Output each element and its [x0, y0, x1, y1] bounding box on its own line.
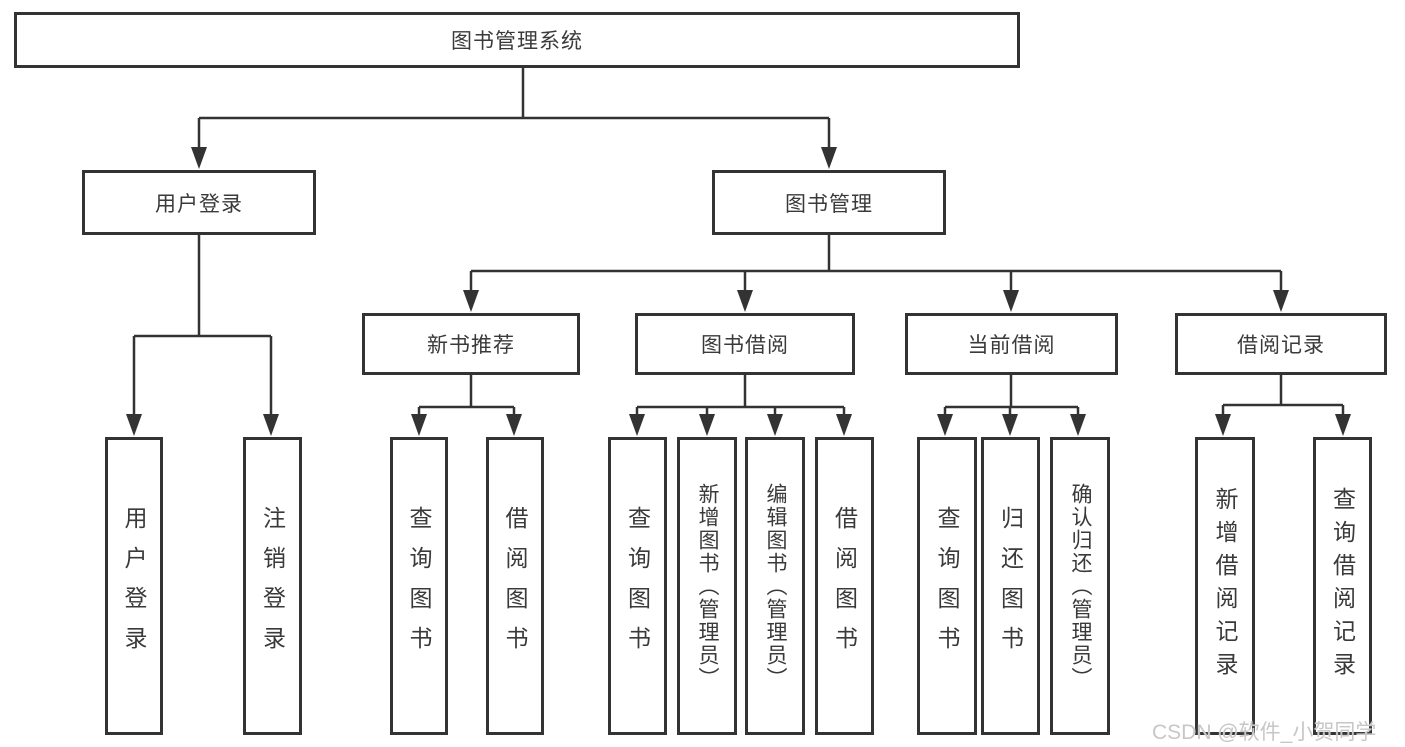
node-borrow-records: 借阅记录	[1175, 313, 1387, 375]
csdn-watermark: CSDN @软件_小贺同学	[1152, 721, 1377, 744]
node-new-book-recommend-label: 新书推荐	[427, 334, 515, 357]
leaf-current-query-books: 查询图书	[917, 437, 977, 735]
node-new-book-recommend: 新书推荐	[362, 313, 580, 375]
leaf-edit-book-admin: 编辑图书（管理员）	[745, 437, 805, 735]
arrowheads	[126, 147, 1351, 436]
leaf-recommend-borrow-books-label: 借阅图书	[502, 506, 528, 666]
leaf-recommend-query-books: 查询图书	[390, 437, 448, 735]
leaf-user-login: 用户登录	[105, 437, 163, 735]
node-book-management: 图书管理	[712, 170, 946, 235]
leaf-return-books-label: 归还图书	[997, 506, 1024, 666]
leaf-query-borrow-record-label: 查询借阅记录	[1329, 487, 1356, 685]
leaf-borrow-books: 借阅图书	[815, 437, 874, 735]
leaf-add-borrow-record: 新增借阅记录	[1195, 437, 1255, 735]
node-user-login-label: 用户登录	[155, 192, 243, 216]
node-book-borrow: 图书借阅	[635, 313, 855, 375]
node-current-borrow: 当前借阅	[905, 313, 1118, 375]
leaf-add-borrow-record-label: 新增借阅记录	[1212, 487, 1238, 685]
node-root: 图书管理系统	[14, 12, 1020, 68]
leaf-borrow-query-books-label: 查询图书	[624, 506, 651, 666]
leaf-confirm-return-admin-label: 确认归还（管理员）	[1069, 482, 1092, 690]
leaf-logout: 注销登录	[243, 437, 302, 735]
leaf-add-book-admin: 新增图书（管理员）	[677, 437, 737, 735]
leaf-current-query-books-label: 查询图书	[934, 506, 960, 666]
leaf-user-login-label: 用户登录	[121, 506, 147, 666]
leaf-recommend-query-books-label: 查询图书	[406, 506, 432, 666]
leaf-add-book-admin-label: 新增图书（管理员）	[696, 482, 719, 690]
leaf-edit-book-admin-label: 编辑图书（管理员）	[764, 482, 787, 690]
node-current-borrow-label: 当前借阅	[967, 334, 1056, 357]
node-root-label: 图书管理系统	[451, 30, 583, 53]
node-user-login: 用户登录	[82, 170, 316, 235]
node-book-management-label: 图书管理	[785, 192, 873, 216]
leaf-query-borrow-record: 查询借阅记录	[1313, 437, 1372, 735]
leaf-logout-label: 注销登录	[259, 506, 286, 666]
leaf-confirm-return-admin: 确认归还（管理员）	[1050, 437, 1110, 735]
node-borrow-records-label: 借阅记录	[1237, 334, 1325, 357]
node-book-borrow-label: 图书借阅	[701, 334, 789, 357]
leaf-borrow-books-label: 借阅图书	[831, 506, 858, 666]
leaf-borrow-query-books: 查询图书	[608, 437, 667, 735]
leaf-recommend-borrow-books: 借阅图书	[486, 437, 544, 735]
leaf-return-books: 归还图书	[981, 437, 1040, 735]
